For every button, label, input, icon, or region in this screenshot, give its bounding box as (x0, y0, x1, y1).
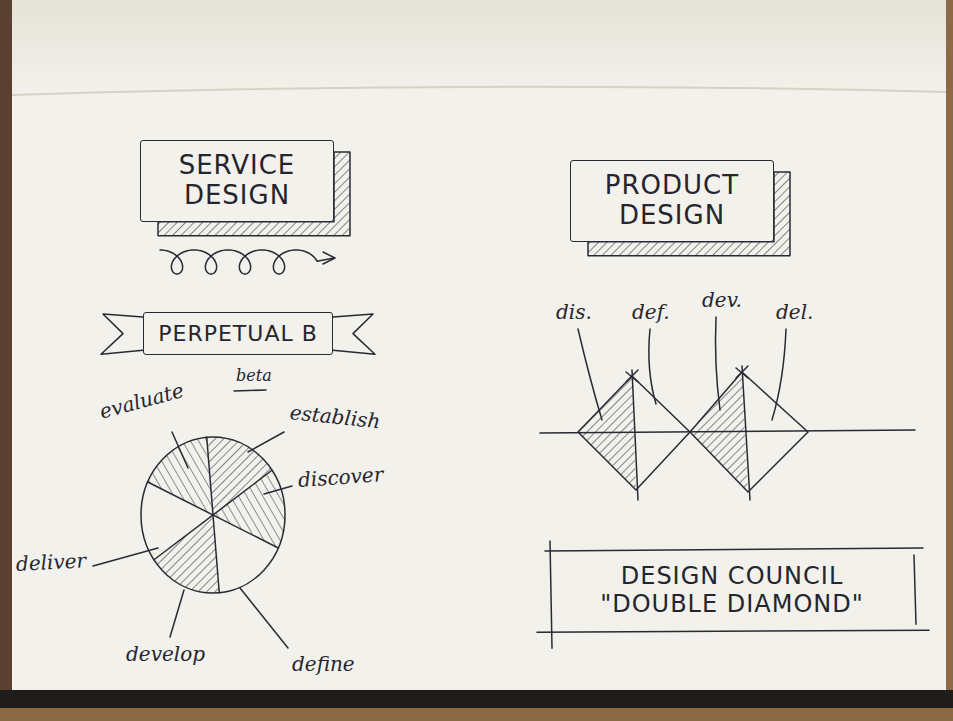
segment-shading (213, 470, 285, 548)
node-text: DESIGN COUNCIL "DOUBLE DIAMOND" (565, 563, 899, 618)
frame-line (537, 630, 929, 632)
notebook-page (12, 0, 946, 690)
cycle-circle (141, 437, 285, 593)
segment-shading (154, 515, 219, 593)
title-box: PRODUCT DESIGN (570, 160, 774, 242)
upper-page (12, 0, 946, 95)
leader-line (772, 329, 786, 420)
stage-label: def. (632, 300, 670, 324)
stage-label: define (292, 652, 355, 676)
frame-line (914, 555, 916, 624)
frame-line (550, 541, 552, 648)
stage-label: evaluate (97, 378, 186, 423)
leader-line (170, 590, 184, 637)
banner: PERPETUAL B (143, 312, 333, 355)
stage-label: discover (297, 462, 384, 492)
stage-label: establish (289, 400, 382, 433)
leader-line (649, 329, 656, 404)
stage-label: dis. (556, 300, 592, 324)
notebook-edge (0, 0, 12, 690)
stage-label: beta (236, 366, 272, 385)
underline (234, 390, 266, 391)
segment-shading (148, 437, 213, 515)
cross-mark (626, 370, 638, 382)
loop-arrow (160, 250, 334, 274)
notebook-cover (0, 690, 953, 708)
banner-tail (333, 314, 375, 354)
leader-line (578, 329, 602, 420)
stage-label: del. (776, 300, 813, 324)
banner-tail (101, 314, 143, 354)
frame-line (545, 548, 923, 551)
node-text: SERVICE DESIGN (151, 151, 323, 211)
leader-line (248, 432, 284, 452)
stage-label: develop (126, 642, 205, 666)
page-curl (12, 87, 946, 95)
axis-line (540, 430, 915, 433)
caption-box: DESIGN COUNCIL "DOUBLE DIAMOND" (553, 553, 911, 628)
stage-label: dev. (702, 288, 742, 312)
leader-line (240, 588, 288, 648)
segment-divider (148, 482, 279, 548)
diamond-divider (632, 370, 638, 500)
leader-line (716, 317, 721, 410)
node-text: PERPETUAL B (156, 321, 320, 346)
arrow-head (323, 252, 335, 264)
cross-mark (736, 366, 748, 378)
diamond-divider (742, 366, 750, 500)
node-text: PRODUCT DESIGN (581, 171, 763, 231)
stage-label: deliver (15, 548, 86, 576)
title-box: SERVICE DESIGN (140, 140, 334, 222)
